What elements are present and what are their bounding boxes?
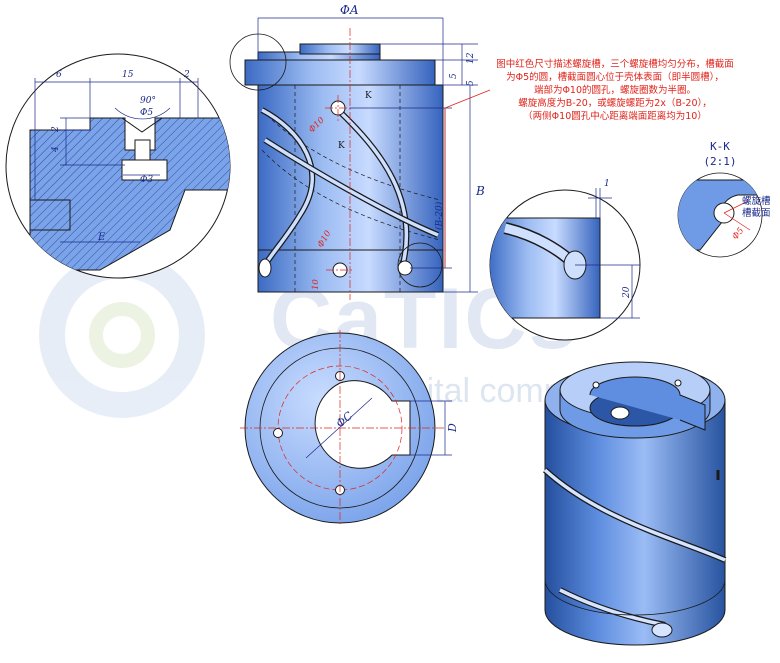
dim-10: 10	[311, 279, 321, 290]
dim-phi5-detail: Φ5	[140, 108, 153, 118]
dim-b: B	[475, 184, 485, 198]
helical-groove-note: 图中红色尺寸描述螺旋槽，三个螺旋槽均匀分布，槽截面 为Φ5的圆，槽截面圆心位于壳…	[470, 58, 760, 123]
dim-5-top: 5	[449, 73, 459, 79]
section-label-groove-section: 槽截面	[742, 208, 771, 219]
isometric-view	[542, 361, 727, 646]
dim-12: 12	[466, 52, 476, 64]
dim-2-side: 2	[51, 126, 61, 133]
note-line-3: 端部为Φ10的圆孔，螺旋圈数为半圈。	[533, 85, 697, 96]
section-label-groove: 螺旋槽	[742, 196, 771, 207]
watermark-gear-icon	[39, 252, 205, 418]
front-view	[229, 17, 491, 300]
dim-5-side: 5	[466, 80, 476, 86]
detail-view-right	[489, 188, 641, 341]
top-view	[240, 330, 452, 525]
dim-angle-90: 90°	[140, 96, 156, 106]
dim-phi-a: ΦA	[340, 3, 359, 17]
dim-phi3: Φ3	[140, 175, 153, 185]
dim-d: D	[446, 423, 459, 433]
dim-1: 1	[604, 179, 610, 189]
section-title: K-K	[710, 140, 730, 153]
dim-15: 15	[122, 70, 134, 80]
dim-e: E	[97, 232, 106, 243]
dim-20: 20	[622, 286, 632, 299]
note-line-5: （两侧Φ10圆孔中心距离端面距离均为10）	[523, 111, 707, 122]
dim-6: 6	[56, 70, 62, 80]
note-line-2: 为Φ5的圆，槽截面圆心位于壳体表面（即半圆槽），	[506, 72, 724, 83]
dim-2-top: 2	[183, 70, 190, 80]
section-mark-k-top: K	[365, 91, 372, 101]
section-scale: (2:1)	[703, 155, 737, 168]
section-k-k	[677, 172, 763, 258]
note-line-1: 图中红色尺寸描述螺旋槽，三个螺旋槽均匀分布，槽截面	[496, 59, 734, 70]
note-line-4: 螺旋高度为B-20，或螺旋螺距为2x（B-20），	[518, 98, 712, 109]
dim-4: 4	[51, 146, 61, 153]
detail-view-left	[5, 53, 231, 279]
section-mark-k-bottom: K	[338, 141, 345, 151]
dim-b-minus-20: (B-20)	[434, 201, 445, 230]
